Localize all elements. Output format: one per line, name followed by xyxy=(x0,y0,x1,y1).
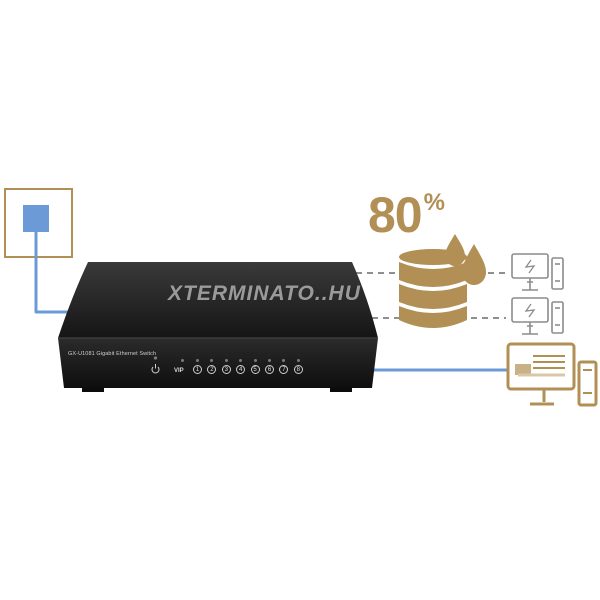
watermark-text: XTERMINATO..HU xyxy=(168,282,361,305)
port-led xyxy=(268,359,271,362)
switch-model-label: GX-U1081 Gigabit Ethernet Switch xyxy=(68,351,157,357)
percent-value: 80 xyxy=(368,187,423,243)
port-number: 1 xyxy=(193,365,202,374)
port-led xyxy=(282,359,286,362)
vip-led xyxy=(181,359,184,362)
port-number: 2 xyxy=(207,365,217,374)
vip-label: VIP xyxy=(174,368,184,374)
desktop-computer-icon xyxy=(506,342,598,407)
efficiency-percent: 80% xyxy=(368,187,445,243)
water-droplet-icon xyxy=(445,234,486,285)
port-led xyxy=(296,359,300,362)
port-number: 5 xyxy=(250,365,260,374)
port-number: 6 xyxy=(265,365,274,374)
power-led xyxy=(153,356,158,360)
desktop-computer-icon xyxy=(511,297,564,335)
port-number: 4 xyxy=(236,365,246,374)
port-led xyxy=(196,359,199,362)
percent-unit: % xyxy=(423,189,445,216)
port-led xyxy=(224,359,228,362)
port-led xyxy=(239,359,243,362)
network-switch xyxy=(58,262,378,392)
database-stack-icon xyxy=(399,249,467,328)
ethernet-cable-in xyxy=(34,232,80,314)
port-number: 8 xyxy=(293,365,303,374)
power-icon xyxy=(151,364,160,374)
port-led xyxy=(210,359,214,362)
port-number: 7 xyxy=(279,365,289,374)
port-number: 3 xyxy=(221,365,231,374)
wall-outlet-icon xyxy=(4,188,73,258)
desktop-computer-icon xyxy=(511,253,564,291)
port-led xyxy=(253,359,257,362)
